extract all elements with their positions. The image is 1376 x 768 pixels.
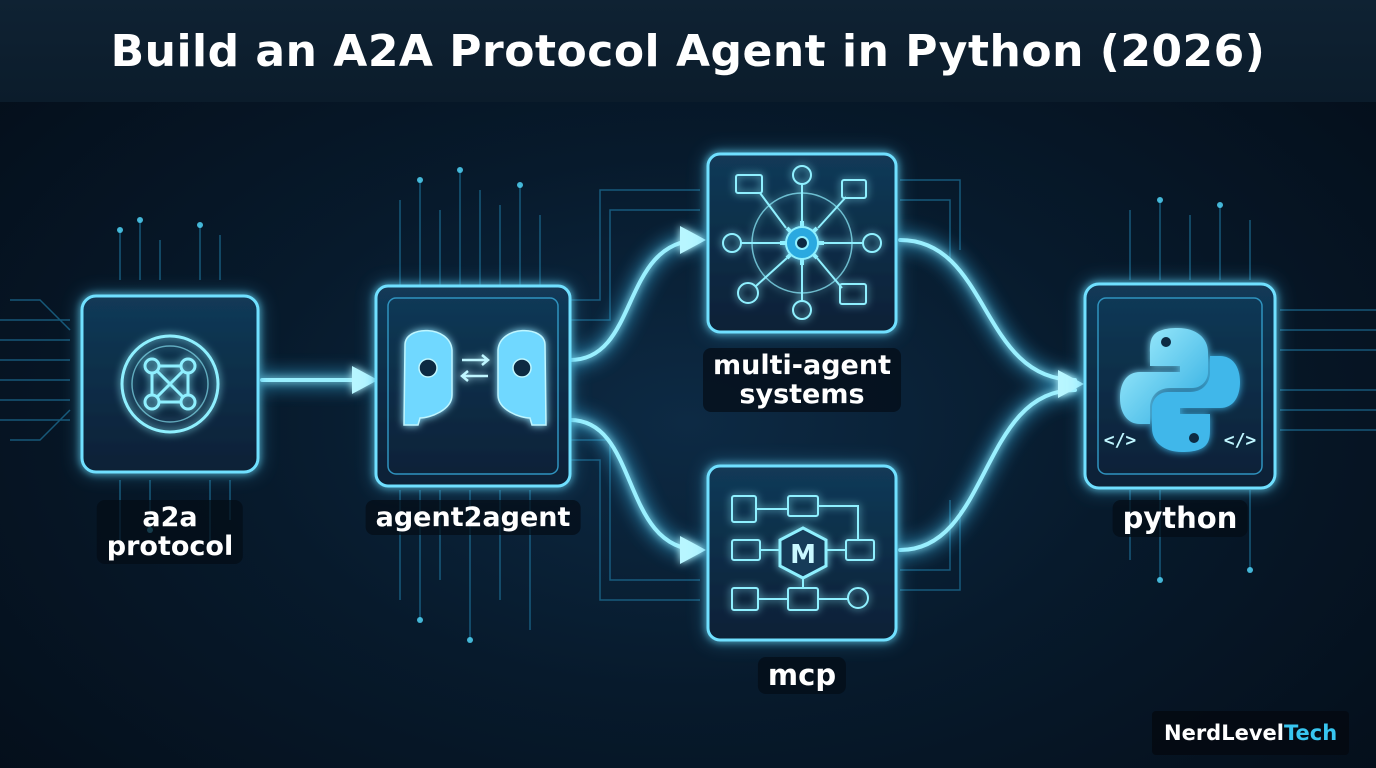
connector-multi-agent-to-python bbox=[898, 238, 1077, 382]
multi-agent-systems-label: multi-agent systems bbox=[703, 348, 901, 413]
python-label: python bbox=[1112, 500, 1248, 538]
mcp-label: mcp bbox=[757, 657, 847, 695]
connector-agent2agent-to-multi-agent bbox=[568, 238, 702, 362]
code-brackets-left-icon: </> bbox=[1104, 430, 1137, 451]
python-node: </> </> bbox=[1081, 280, 1279, 492]
a2a-protocol-label: a2a protocol bbox=[96, 500, 244, 565]
arrowhead-icon bbox=[680, 536, 706, 564]
flow-connectors bbox=[255, 226, 1084, 564]
arrowhead-icon bbox=[680, 226, 706, 254]
page-title: Build an A2A Protocol Agent in Python (2… bbox=[110, 25, 1266, 77]
python-logo-icon bbox=[1120, 328, 1240, 452]
brand-name-part2: Tech bbox=[1283, 721, 1338, 745]
two-robots-exchange-icon bbox=[403, 329, 547, 426]
network-hub-icon bbox=[120, 334, 220, 434]
connector-mcp-to-python bbox=[898, 388, 1077, 552]
m-flowchart-icon bbox=[731, 495, 875, 611]
code-brackets-right-icon: </> bbox=[1224, 430, 1257, 451]
mcp-node: M bbox=[704, 462, 900, 644]
agent2agent-node bbox=[372, 282, 574, 490]
brand-name-part1: NerdLevel bbox=[1164, 721, 1284, 745]
arrowhead-icon bbox=[1058, 370, 1084, 398]
multi-agent-systems-node bbox=[704, 150, 900, 336]
connector-agent2agent-to-mcp bbox=[568, 418, 702, 552]
agent2agent-label: agent2agent bbox=[365, 500, 581, 536]
gear-hub-icon bbox=[722, 165, 882, 320]
arrowhead-icon bbox=[352, 366, 378, 394]
a2a-protocol-node bbox=[78, 292, 262, 476]
title-bar: Build an A2A Protocol Agent in Python (2… bbox=[0, 0, 1376, 102]
mcp-m-glyph: M bbox=[790, 540, 816, 570]
